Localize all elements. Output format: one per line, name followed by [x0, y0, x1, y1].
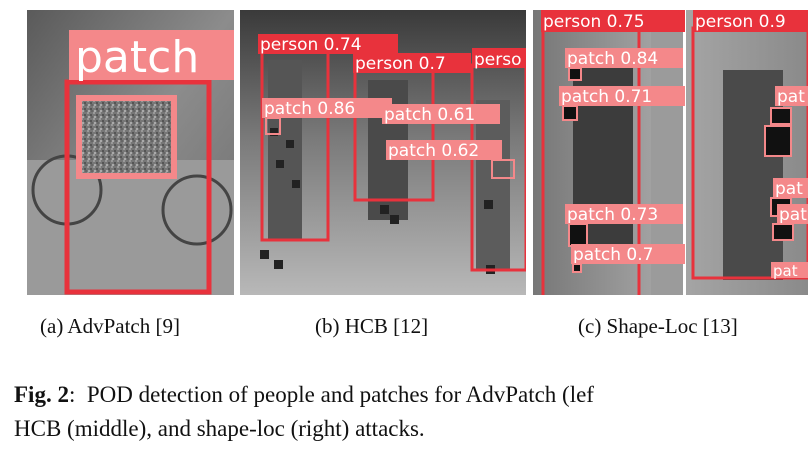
caption-text-1: POD detection of people and patches for …	[86, 382, 594, 407]
subcaption-a: (a) AdvPatch [9]	[40, 314, 180, 338]
hcb-patch-label-2: patch 0.61	[384, 105, 475, 125]
panel-hcb: person 0.74 person 0.7 perso patch 0.86 …	[240, 10, 526, 295]
hcb-patch-label-1: patch 0.86	[264, 99, 355, 119]
hcb-person-label-3: perso	[474, 50, 522, 70]
shapeloc-patch-label-6: pat	[777, 87, 805, 107]
hcb-person-label-1: person 0.74	[260, 35, 362, 55]
shapeloc-person-label-2: person 0.9	[695, 12, 786, 32]
panel-advpatch: patch	[27, 10, 234, 295]
shapeloc-patch-label-9: pat	[773, 262, 798, 280]
caption-line-1: Fig. 2: POD detection of people and patc…	[14, 378, 808, 412]
shapeloc-patch-label-1: patch 0.84	[567, 49, 658, 69]
advpatch-patch-label: patch	[75, 32, 199, 83]
subcaption-c: (c) Shape-Loc [13]	[578, 314, 738, 338]
shapeloc-patch-label-5: patch 0.7	[573, 245, 653, 265]
shapeloc-patch-label-8: pat	[779, 205, 807, 225]
caption-line-2: HCB (middle), and shape-loc (right) atta…	[14, 416, 425, 441]
hcb-patch-label-3: patch 0.62	[388, 141, 479, 161]
hcb-person-label-2: person 0.7	[355, 54, 446, 74]
subcaption-b: (b) HCB [12]	[315, 314, 429, 338]
panel-shapeloc: person 0.75 person 0.9 patch 0.84 patch …	[533, 10, 808, 295]
hcb-image: person 0.74 person 0.7 perso patch 0.86 …	[240, 10, 526, 295]
shapeloc-patch-label-4: patch 0.73	[567, 205, 658, 225]
caption-label: Fig. 2	[14, 382, 69, 407]
shapeloc-patch-label-7: pat	[775, 179, 803, 199]
shapeloc-person-label-1: person 0.75	[543, 12, 645, 32]
figure-caption: Fig. 2: POD detection of people and patc…	[14, 378, 808, 446]
caption-colon: :	[68, 382, 76, 407]
shapeloc-image: person 0.75 person 0.9 patch 0.84 patch …	[533, 10, 808, 295]
shapeloc-patch-label-2: patch 0.71	[561, 87, 652, 107]
advpatch-image: patch	[27, 10, 234, 295]
